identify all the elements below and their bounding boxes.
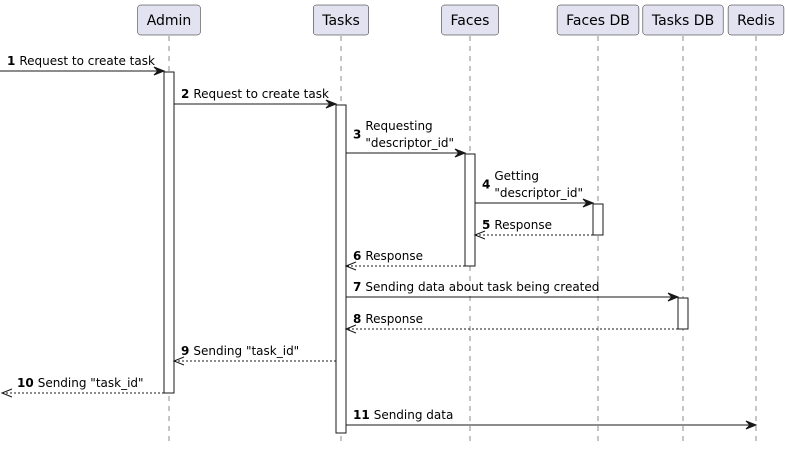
participant-redis: Redis (727, 4, 785, 36)
message-5: 5 Response (473, 218, 593, 240)
message-10: 10 Sending "task_id" (0, 376, 164, 398)
message-number: 9 (181, 344, 189, 358)
participant-facesdb: Faces DB (556, 4, 640, 36)
participant-box (556, 4, 640, 36)
message-7: 7 Sending data about task being created (346, 280, 680, 302)
message-number: 8 (353, 312, 361, 326)
message-text: Sending data (374, 408, 454, 422)
arrow-head (582, 198, 595, 208)
message-11: 11 Sending data (346, 408, 758, 430)
message-number: 7 (353, 280, 361, 294)
message-1: 1 Request to create task (0, 54, 166, 76)
arrow-head (667, 292, 680, 302)
message-8: 8 Response (344, 312, 678, 334)
message-text: Request to create task (19, 54, 155, 68)
participant-label: Redis (737, 13, 775, 29)
message-6: 6 Response (344, 249, 465, 271)
arrow-head (325, 99, 338, 109)
activation-bar-faces (464, 153, 476, 267)
message-text: Request to create task (193, 87, 329, 101)
message-number: 11 (353, 408, 370, 422)
message-text: Response (365, 249, 423, 263)
participant-label: Tasks (321, 13, 360, 29)
message-9: 9 Sending "task_id" (172, 344, 336, 366)
arrow-head (344, 324, 357, 334)
participant-faces: Faces (441, 4, 499, 36)
message-3: 3 Requesting "descriptor_id" (346, 119, 467, 158)
message-number: 2 (181, 87, 189, 101)
participant-label: Faces (451, 13, 490, 29)
message-number: 5 (482, 218, 490, 232)
message-4: 4 Getting "descriptor_id" (475, 169, 595, 208)
participant-admin: Admin (137, 4, 201, 36)
arrow-head (172, 356, 185, 366)
message-number: 3 (353, 128, 361, 142)
participant-box (312, 4, 370, 36)
participant-box (642, 4, 724, 36)
message-text: Getting (494, 169, 539, 183)
message-text: Response (365, 312, 423, 326)
participant-tasksdb: Tasks DB (642, 4, 724, 36)
arrow-head (153, 66, 166, 76)
message-text: Sending "task_id" (193, 344, 299, 358)
participant-box (137, 4, 201, 36)
message-text: Response (494, 218, 552, 232)
arrow-head (344, 261, 357, 271)
arrow-head (0, 388, 13, 398)
message-number: 6 (353, 249, 361, 263)
participant-label: Admin (147, 13, 192, 29)
activation-bar-admin (163, 71, 175, 394)
arrow-head (473, 230, 486, 240)
message-2: 2 Request to create task (174, 87, 338, 109)
participant-box (441, 4, 499, 36)
message-text: "descriptor_id" (365, 136, 454, 150)
activation-bar-tasks (335, 104, 347, 434)
participant-label: Tasks DB (651, 13, 714, 29)
message-number: 4 (482, 178, 490, 192)
activation-bars (163, 71, 689, 434)
message-text: Requesting (365, 119, 432, 133)
message-text: Sending data about task being created (365, 280, 599, 294)
activation-bar-facesdb (592, 203, 604, 236)
message-text: "descriptor_id" (494, 186, 583, 200)
participant-label: Faces DB (566, 13, 630, 29)
arrow-head (454, 148, 467, 158)
participant-tasks: Tasks (312, 4, 370, 36)
arrow-head (745, 420, 758, 430)
message-number: 1 (7, 54, 15, 68)
message-text: Sending "task_id" (38, 376, 144, 390)
activation-bar-tasksdb (677, 297, 689, 330)
participant-box (727, 4, 785, 36)
participants: Admin Tasks Faces Faces DB Tasks DB Redis (137, 4, 785, 36)
message-number: 10 (17, 376, 34, 390)
